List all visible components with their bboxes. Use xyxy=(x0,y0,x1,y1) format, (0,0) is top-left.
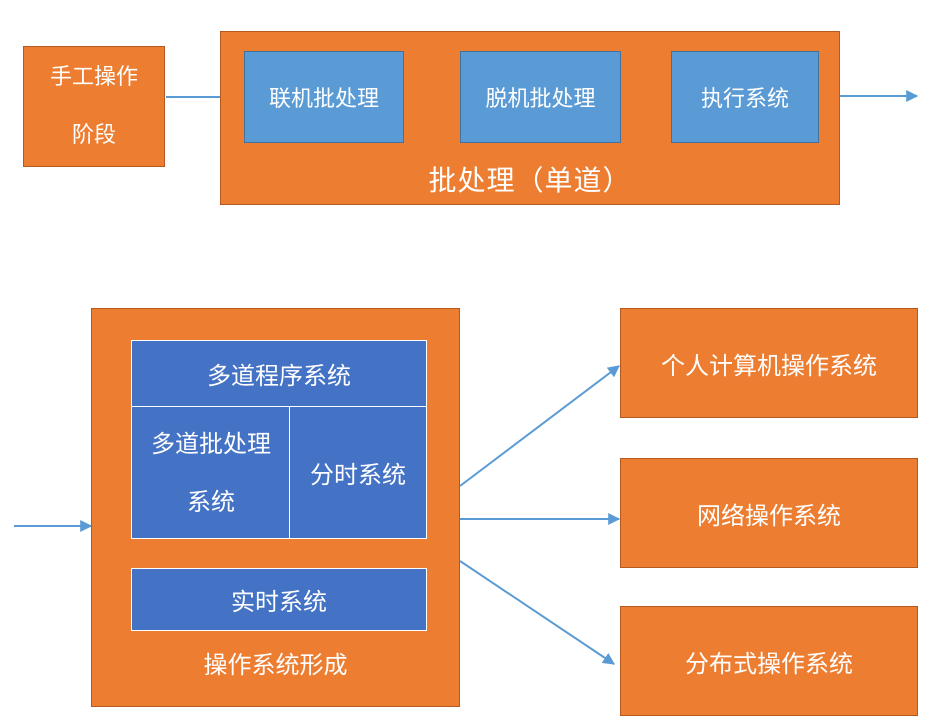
time-sharing-label: 分时系统 xyxy=(310,461,406,489)
arrow-to-pc-os xyxy=(459,365,620,487)
multiprogramming-label: 多道程序系统 xyxy=(207,362,351,390)
os-formation-label: 操作系统形成 xyxy=(203,651,348,679)
multi-batch-line2: 系统 xyxy=(187,487,235,516)
multi-batch-box: 多道批处理 系统 xyxy=(131,406,291,539)
manual-stage-line1: 手工操作 xyxy=(49,64,138,90)
real-time-box: 实时系统 xyxy=(131,568,427,631)
arrow-to-distributed-os xyxy=(459,560,615,665)
distributed-os-label: 分布式操作系统 xyxy=(685,649,853,678)
pc-os-box: 个人计算机操作系统 xyxy=(620,308,918,418)
network-os-label: 网络操作系统 xyxy=(697,501,841,530)
real-time-label: 实时系统 xyxy=(231,588,327,616)
pc-os-label: 个人计算机操作系统 xyxy=(661,351,877,380)
online-batch-label: 联机批处理 xyxy=(268,87,379,112)
multiprogramming-box: 多道程序系统 xyxy=(131,340,427,407)
manual-stage-line2: 阶段 xyxy=(71,122,116,148)
execution-system-box: 执行系统 xyxy=(671,51,819,143)
offline-batch-label: 脱机批处理 xyxy=(485,87,596,112)
distributed-os-box: 分布式操作系统 xyxy=(620,606,918,716)
multi-batch-line1: 多道批处理 xyxy=(151,429,271,458)
time-sharing-box: 分时系统 xyxy=(289,406,427,539)
execution-system-label: 执行系统 xyxy=(700,87,789,112)
offline-batch-box: 脱机批处理 xyxy=(460,51,621,143)
batch-group-label: 批处理（单道） xyxy=(428,164,632,197)
manual-stage-box: 手工操作 阶段 xyxy=(23,46,165,167)
online-batch-box: 联机批处理 xyxy=(244,51,404,143)
network-os-box: 网络操作系统 xyxy=(620,458,918,568)
